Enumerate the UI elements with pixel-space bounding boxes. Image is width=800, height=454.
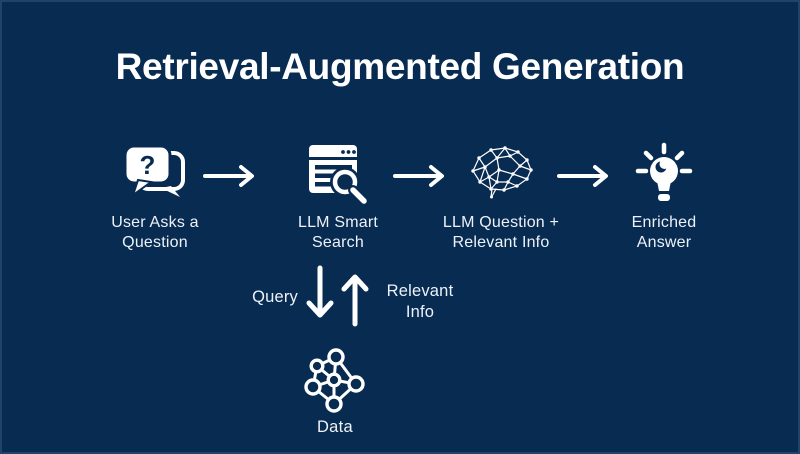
stage-enriched-answer: Enriched Answer	[594, 138, 734, 253]
chat-question-icon: ?	[123, 138, 187, 210]
relevant-up-arrow	[341, 274, 369, 327]
stage-llm-question-relevant-info: LLM Question + Relevant Info	[421, 138, 581, 253]
query-label: Query	[252, 288, 298, 306]
stage-label: LLM Question + Relevant Info	[442, 214, 560, 251]
stage-label: LLM Smart Search	[297, 214, 379, 251]
stage-label: Enriched Answer	[631, 214, 697, 251]
stage-label: User Asks a Question	[111, 214, 199, 251]
stage-user-question: ? User Asks a Question	[85, 138, 225, 253]
data-network-icon	[303, 346, 365, 421]
brain-network-icon	[468, 138, 534, 210]
flow-arrow-1	[203, 165, 254, 187]
page-title: Retrieval-Augmented Generation	[115, 46, 685, 87]
query-relevant-arrows	[306, 265, 369, 327]
relevant-info-label: Relevant Info	[386, 282, 454, 321]
svg-text:?: ?	[140, 150, 156, 180]
flow-arrow-2	[393, 165, 444, 187]
lightbulb-idea-icon	[633, 138, 695, 210]
data-label: Data	[316, 418, 354, 436]
stage-llm-smart-search: LLM Smart Search	[268, 138, 408, 253]
browser-search-icon	[306, 138, 370, 210]
query-down-arrow	[306, 265, 334, 318]
flow-arrow-3	[557, 165, 608, 187]
